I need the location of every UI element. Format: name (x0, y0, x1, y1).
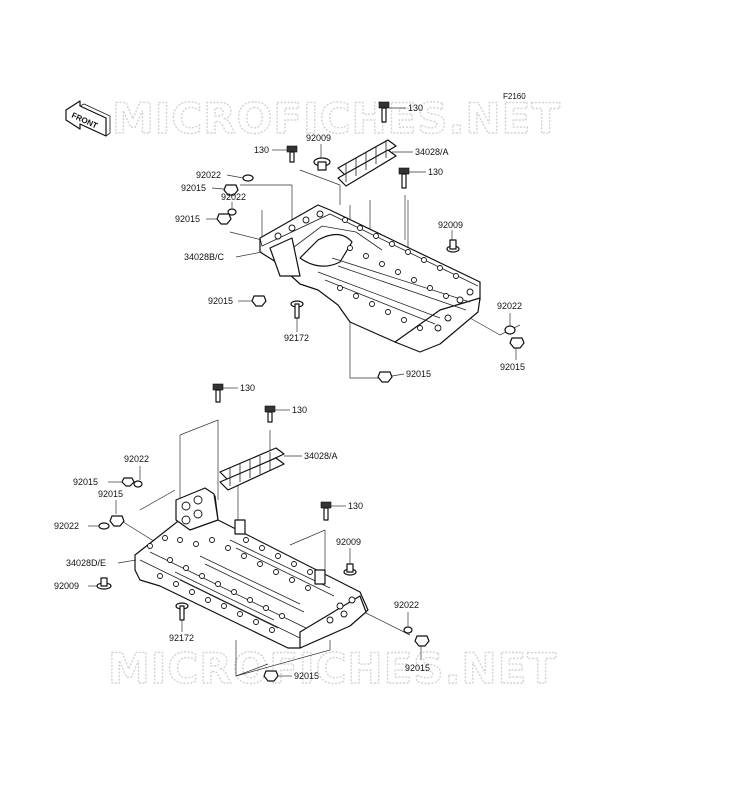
label-bottom-92022-a: 92022 (124, 454, 149, 464)
top-bolt-92172-icon (290, 300, 304, 319)
label-bottom-34028-a: 34028/A (304, 451, 338, 461)
label-bottom-92015-b: 92015 (98, 489, 123, 499)
label-bottom-92172: 92172 (169, 633, 194, 643)
label-top-92015-b: 92015 (175, 214, 200, 224)
top-grommet-92009-a-icon (313, 157, 331, 171)
label-bottom-130-c: 130 (348, 501, 363, 511)
bottom-washer-92022-b-icon (98, 522, 110, 530)
top-leader-lines (206, 107, 517, 377)
top-nut-92015-e-icon (509, 337, 525, 349)
label-top-130-c: 130 (428, 167, 443, 177)
label-bottom-92015-d: 92015 (294, 671, 319, 681)
label-bottom-130-b: 130 (292, 405, 307, 415)
top-washer-92022-b-icon (227, 208, 237, 216)
label-top-92009-a: 92009 (306, 133, 331, 143)
label-top-92015-c: 92015 (208, 296, 233, 306)
top-washer-92022-a-icon (242, 174, 254, 182)
top-washer-92022-c-icon (504, 325, 516, 335)
top-nut-92015-b-icon (216, 213, 232, 225)
top-bolt-130-c-icon (398, 167, 410, 189)
top-grommet-92009-b-icon (446, 239, 460, 253)
top-assembly: 130 92009 130 34028/A 130 92022 92015 92… (175, 101, 525, 383)
label-bottom-130-a: 130 (240, 383, 255, 393)
top-plate-holes (274, 210, 474, 332)
bottom-nut-92015-a-icon (121, 477, 135, 487)
bottom-bolt-92172-icon (175, 602, 189, 621)
bottom-nut-92015-c-icon (414, 635, 430, 647)
bottom-grommet-92009-b-icon (343, 563, 357, 576)
top-nut-92015-a-icon (223, 184, 239, 196)
top-floor-plate (259, 204, 481, 353)
bottom-bolt-130-b-icon (264, 405, 276, 423)
label-top-92015-a: 92015 (181, 183, 206, 193)
watermark-bottom: MICROFICHES.NET (108, 644, 557, 693)
label-bottom-92009-b: 92009 (336, 537, 361, 547)
label-bottom-92022-b: 92022 (54, 521, 79, 531)
bottom-nut-92015-b-icon (109, 515, 125, 527)
label-top-130-a: 130 (408, 103, 423, 113)
label-bottom-92009-a: 92009 (54, 581, 79, 591)
label-bottom-34028-de: 34028D/E (66, 558, 106, 568)
label-top-34028-bc: 34028B/C (184, 252, 225, 262)
bottom-floor-plate (134, 487, 369, 649)
label-top-92022-b: 92022 (221, 192, 246, 202)
top-nut-92015-d-icon (377, 371, 393, 383)
label-top-92015-d: 92015 (406, 369, 431, 379)
bottom-plate-holes (147, 495, 356, 633)
bottom-plate-tab-b (314, 569, 326, 585)
bottom-plate-tab-a (234, 519, 246, 535)
label-top-92022-c: 92022 (497, 301, 522, 311)
top-bolt-130-a-icon (378, 101, 390, 123)
bottom-bolt-130-a-icon (212, 383, 224, 403)
bottom-grommet-92009-a-icon (96, 577, 112, 590)
label-top-92015-e: 92015 (500, 362, 525, 372)
label-top-34028-a: 34028/A (415, 147, 449, 157)
label-top-92022-a: 92022 (196, 170, 221, 180)
bottom-assembly: 130 130 34028/A 92022 92015 92015 130 92… (54, 383, 430, 682)
front-arrow-icon: FRONT (65, 100, 111, 137)
label-top-130-b: 130 (254, 145, 269, 155)
bottom-nut-92015-d-icon (263, 670, 279, 682)
top-footrest-strip (337, 139, 397, 187)
label-bottom-92022-c: 92022 (394, 600, 419, 610)
label-top-92172: 92172 (284, 333, 309, 343)
bottom-washer-92022-c-icon (403, 626, 413, 634)
label-top-92009-b: 92009 (438, 220, 463, 230)
diagram-code: F2160 (503, 92, 526, 101)
label-bottom-92015-c: 92015 (405, 663, 430, 673)
top-nut-92015-c-icon (251, 295, 267, 307)
bottom-footrest-strip (219, 447, 285, 491)
bottom-washer-92022-a-icon (133, 480, 143, 488)
top-bolt-130-b-icon (286, 145, 298, 163)
bottom-bolt-130-c-icon (320, 501, 332, 521)
bottom-leader-lines (88, 387, 422, 677)
label-bottom-92015-a: 92015 (73, 477, 98, 487)
watermark-top: MICROFICHES.NET (112, 94, 561, 143)
